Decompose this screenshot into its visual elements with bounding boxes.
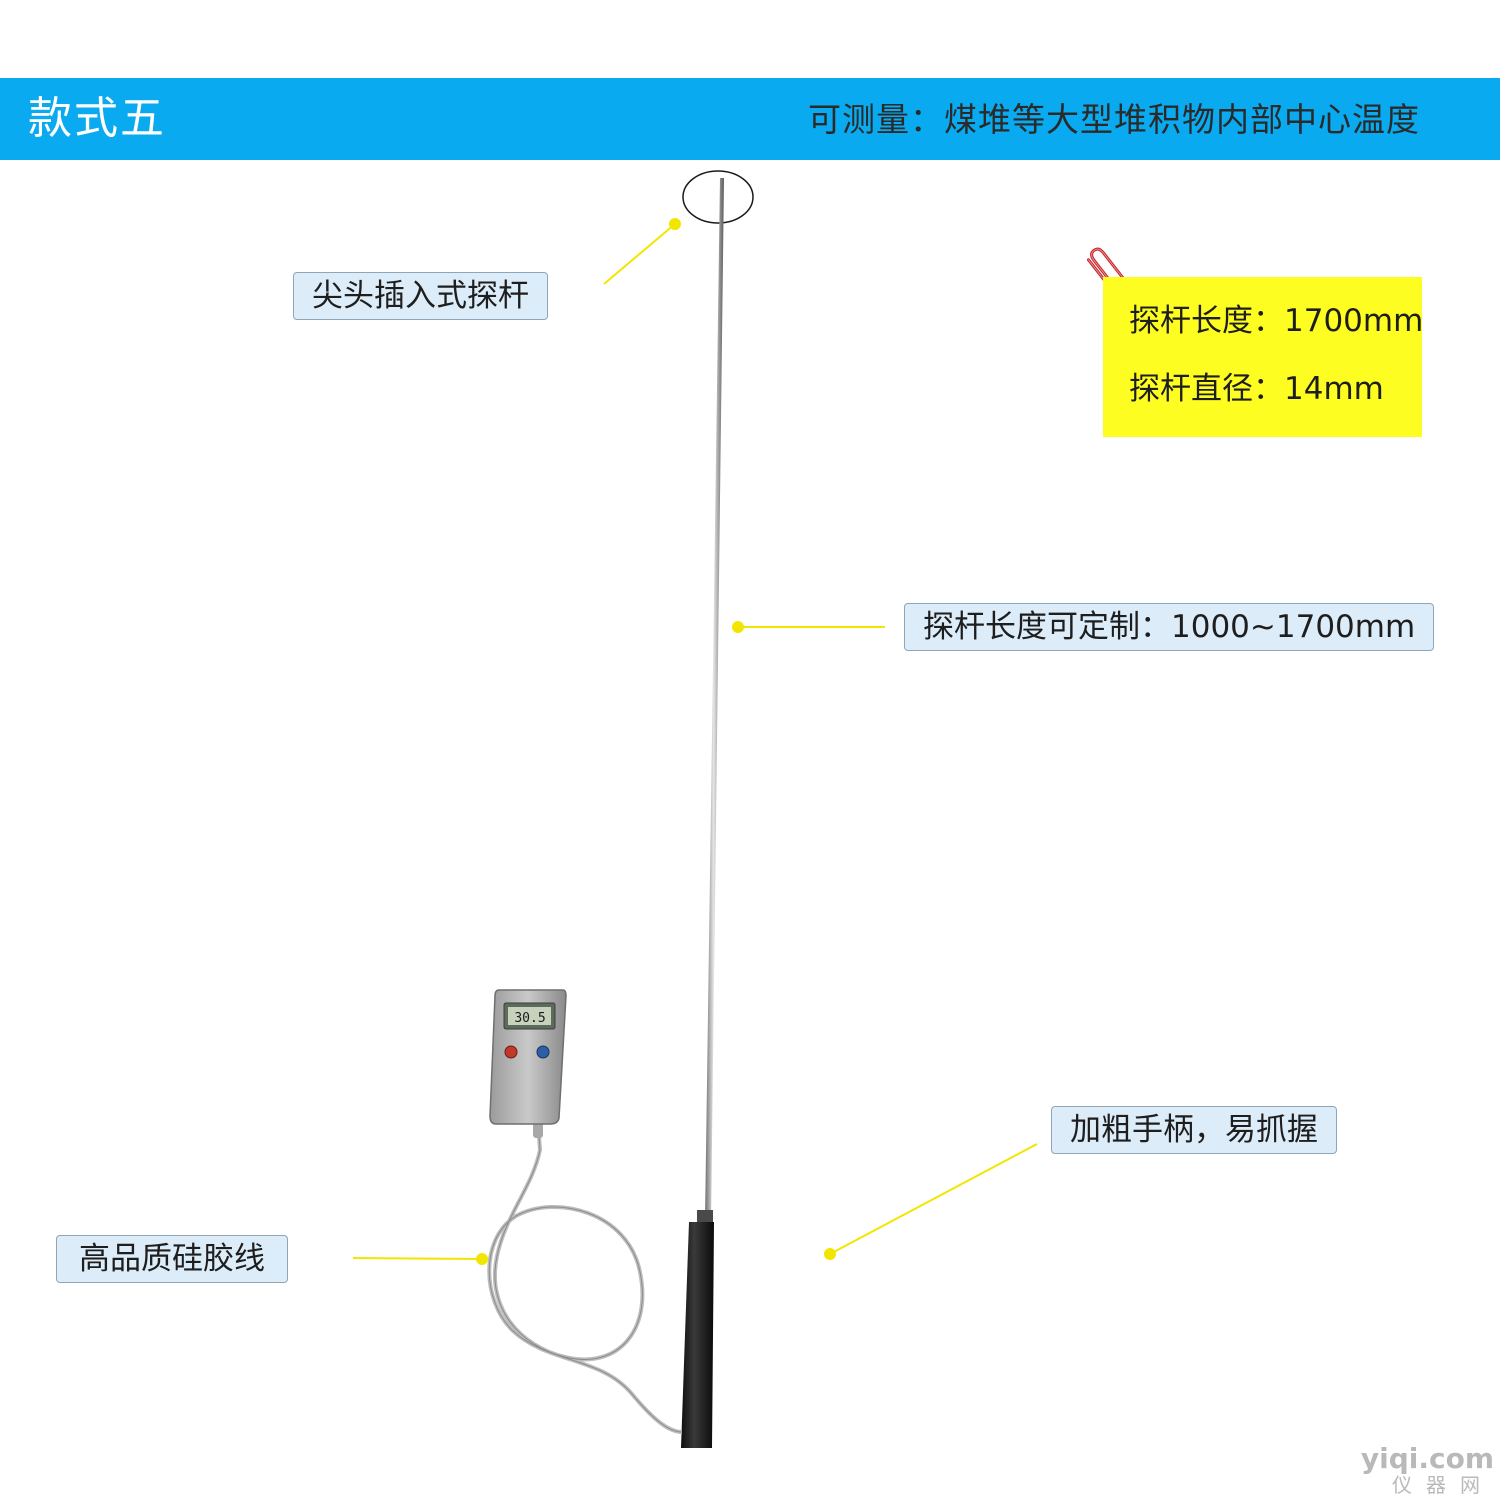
tip-leader-line: [603, 223, 676, 285]
watermark: yiqi.com 仪器网: [1360, 1442, 1494, 1497]
callout-handle: 加粗手柄，易抓握: [1051, 1106, 1337, 1154]
tip-leader-dot: [669, 218, 681, 230]
probe-rod: [705, 178, 724, 1222]
silicone-cable: [487, 1121, 683, 1434]
meter-button-red: [504, 1045, 518, 1059]
watermark-domain: yiqi.com: [1360, 1442, 1494, 1475]
spec-length: 探杆长度：1700mm: [1129, 303, 1424, 339]
callout-cable: 高品质硅胶线: [56, 1235, 288, 1283]
handle-leader-dot: [824, 1248, 836, 1260]
handheld-thermometer: 30.5: [489, 989, 567, 1125]
meter-reading: 30.5: [514, 1011, 545, 1026]
header-banner: 款式五 可测量：煤堆等大型堆积物内部中心温度: [0, 78, 1500, 160]
banner-subtitle: 可测量：煤堆等大型堆积物内部中心温度: [808, 100, 1420, 139]
watermark-chinese: 仪器网: [1392, 1473, 1494, 1497]
meter-lcd: [508, 1007, 551, 1025]
tip-highlight-ellipse: [682, 170, 754, 224]
cable-leader-line: [352, 1257, 483, 1260]
callout-length-custom: 探杆长度可定制：1000~1700mm: [904, 603, 1435, 651]
rod-collar: [697, 1210, 713, 1224]
spec-box: 探杆长度：1700mm 探杆直径：14mm: [1103, 277, 1424, 437]
handle-leader-line: [829, 1143, 1038, 1255]
length-leader-dot: [732, 621, 744, 633]
meter-button-blue: [536, 1045, 550, 1059]
callout-tip: 尖头插入式探杆: [293, 272, 548, 320]
spec-diameter: 探杆直径：14mm: [1129, 371, 1384, 407]
banner-title: 款式五: [28, 93, 166, 144]
probe-handle: [681, 1222, 714, 1448]
cable-leader-dot: [476, 1253, 488, 1265]
